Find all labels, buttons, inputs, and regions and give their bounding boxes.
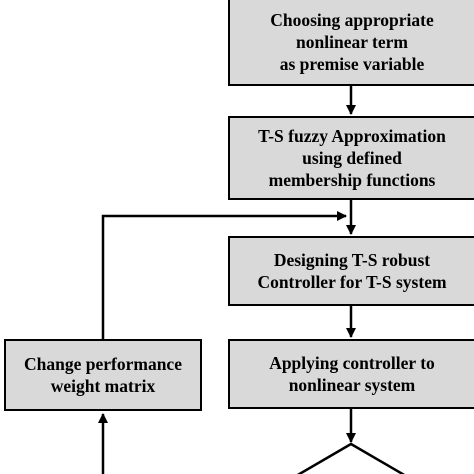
box-line: Change performance — [24, 354, 182, 374]
box-label: Choosing appropriate nonlinear term as p… — [270, 9, 434, 75]
box-design-ts-robust-controller: Designing T-S robust Controller for T-S … — [228, 236, 474, 306]
box-line: membership functions — [268, 170, 436, 190]
box-choose-premise-variable: Choosing appropriate nonlinear term as p… — [228, 0, 474, 86]
box-apply-controller: Applying controller to nonlinear system — [228, 339, 474, 409]
box-line: weight matrix — [50, 376, 156, 396]
box-line: T-S fuzzy Approximation — [258, 126, 446, 146]
decision-diamond — [296, 442, 406, 474]
box-change-weight-matrix: Change performance weight matrix — [4, 339, 202, 411]
box-ts-fuzzy-approximation: T-S fuzzy Approximation using defined me… — [228, 116, 474, 200]
box-line: using defined — [302, 148, 402, 168]
box-line: nonlinear system — [288, 375, 416, 395]
box-line: Applying controller to — [269, 353, 435, 373]
box-line: Choosing appropriate — [270, 10, 434, 30]
feedback-loop-line — [101, 211, 347, 339]
box-line: nonlinear term — [296, 32, 408, 52]
box-label: Designing T-S robust Controller for T-S … — [257, 249, 446, 293]
box-line: as premise variable — [279, 54, 425, 74]
box-label: T-S fuzzy Approximation using defined me… — [258, 125, 446, 191]
box-line: Designing T-S robust — [273, 250, 431, 270]
box-label: Applying controller to nonlinear system — [269, 352, 435, 396]
box-label: Change performance weight matrix — [24, 353, 182, 397]
box-line: Controller for T-S system — [257, 272, 447, 292]
